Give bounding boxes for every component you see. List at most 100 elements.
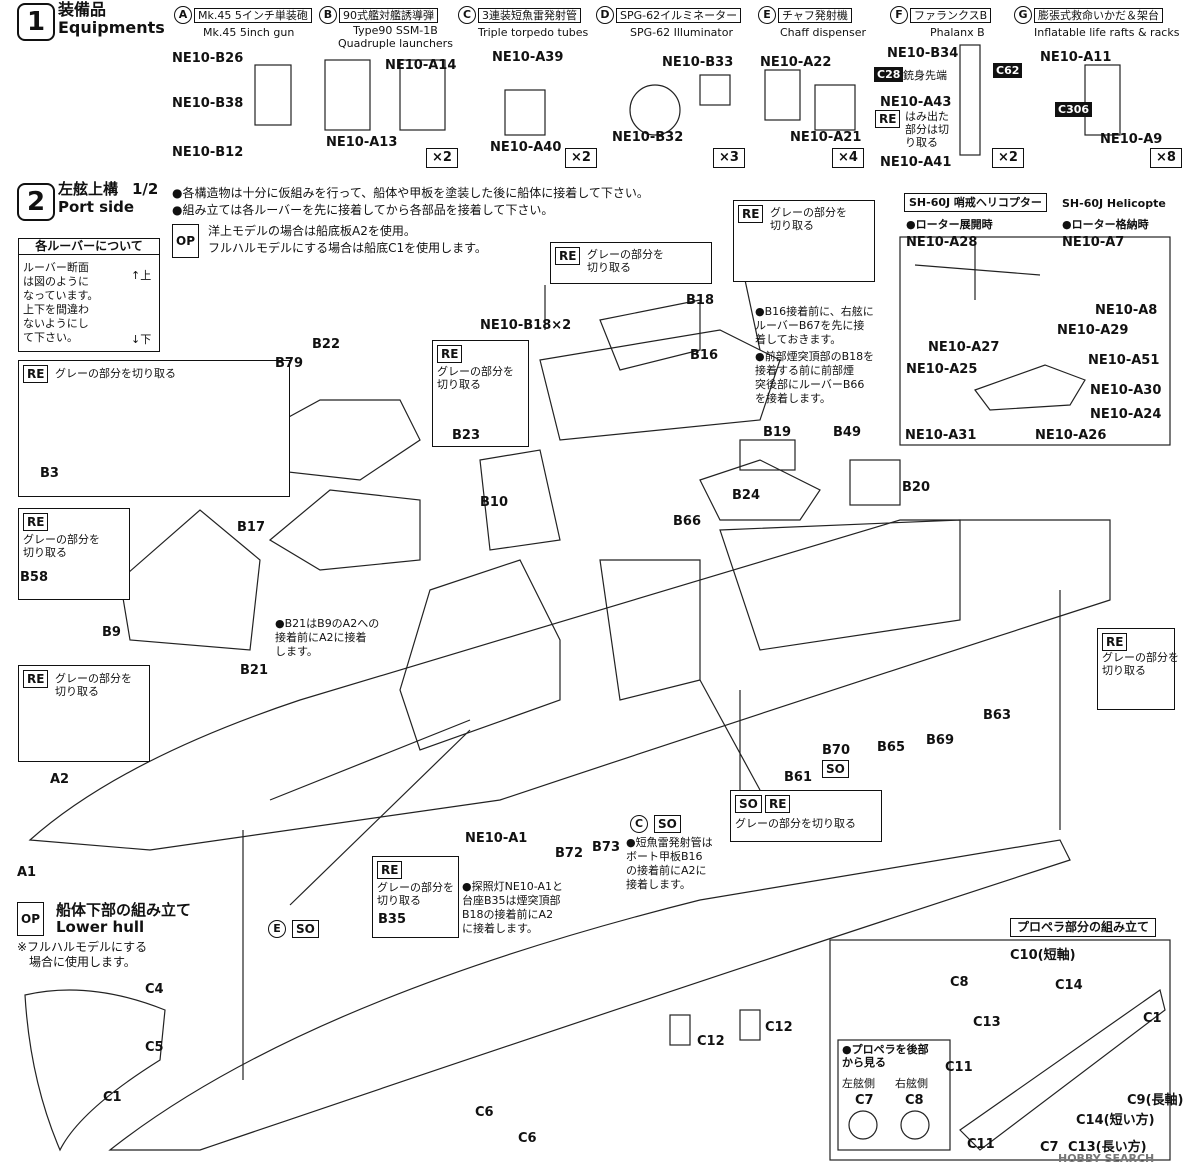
part-label: B23 <box>452 428 480 443</box>
re-callout-a2: RE グレーの部分を 切り取る <box>18 665 150 762</box>
re-note: グレーの部分を切り取る <box>55 367 176 380</box>
step-2-title-jp: 左舷上構 <box>58 180 119 198</box>
op-tag: OP <box>172 224 199 258</box>
qty-badge: ×3 <box>713 148 745 168</box>
bow-bulb-drawing <box>24 989 166 1152</box>
part-label: NE10-A22 <box>760 55 832 70</box>
part-label: C1 <box>1143 1011 1162 1026</box>
op-note-2: フルハルモデルにする場合は船底C1を使用します。 <box>208 241 487 255</box>
lower-hull-title-jp: 船体下部の組み立て <box>56 901 192 919</box>
part-label: C14 <box>1055 978 1083 993</box>
part-label: B21 <box>240 663 268 678</box>
part-label: NE10-A13 <box>326 135 398 150</box>
louver-info-title: 各ルーバーについて <box>19 239 159 255</box>
item-b-title-en: Type90 SSM-1B Quadruple launchers <box>338 24 453 50</box>
part-label: NE10-A8 <box>1095 303 1158 318</box>
color-tag-c28: C28 <box>874 67 904 82</box>
part-label: C9(長軸) <box>1127 1093 1184 1108</box>
part-label: NE10-A25 <box>906 362 978 377</box>
louver-down-label: ↓下 <box>131 333 152 346</box>
part-b9-drawing <box>119 509 261 651</box>
item-d-circle: D <box>596 6 614 24</box>
re-tag: RE <box>555 247 581 265</box>
re-note: グレーの部分を切り取る <box>735 817 856 830</box>
part-label: B35 <box>378 912 406 927</box>
phalanx-trim-note: はみ出た 部分は切 り取る <box>905 110 949 149</box>
item-a-circle: A <box>174 6 192 24</box>
so-tag: SO <box>654 815 681 833</box>
re-tag: RE <box>23 513 49 531</box>
re-callout-so: SO RE グレーの部分を切り取る <box>730 790 882 842</box>
part-label: NE10-B32 <box>612 130 684 145</box>
part-b10-drawing <box>479 449 561 551</box>
part-b16-drawing <box>539 329 781 441</box>
part-label: NE10-A11 <box>1040 50 1112 65</box>
part-label: NE10-A1 <box>465 831 528 846</box>
part-label: B17 <box>237 520 265 535</box>
item-f-title-jp: ファランクスB <box>910 8 992 23</box>
re-tag: RE <box>1102 633 1128 651</box>
part-label: NE10-A26 <box>1035 428 1107 443</box>
part-label: NE10-A27 <box>928 340 1000 355</box>
part-label: NE10-A51 <box>1088 353 1160 368</box>
item-e-circle: E <box>758 6 776 24</box>
re-note: グレーの部分を 切り取る <box>1102 651 1179 677</box>
part-label: NE10-B18×2 <box>480 318 572 333</box>
helicopter-title-jp: SH-60J 哨戒ヘリコプター <box>904 193 1047 212</box>
b21-note: ●B21はB9のA2への 接着前にA2に接着 します。 <box>275 617 380 658</box>
part-label: C12 <box>697 1034 725 1049</box>
step-2-note-1: ●各構造物は十分に仮組みを行って、船体や甲板を塗装した後に船体に接着して下さい。 <box>172 186 649 200</box>
item-e-title-en: Chaff dispenser <box>780 26 866 39</box>
item-e-circle: E <box>268 920 286 938</box>
part-label: NE10-B26 <box>172 51 244 66</box>
re-note: グレーの部分を 切り取る <box>770 206 847 232</box>
item-d-title-jp: SPG-62イルミネーター <box>616 8 742 23</box>
part-label: B58 <box>20 570 48 585</box>
qty-badge: ×2 <box>426 148 458 168</box>
re-tag: RE <box>23 365 49 383</box>
re-note: グレーの部分を 切り取る <box>437 365 514 391</box>
part-label: B61 <box>784 770 812 785</box>
ssm-launcher-drawing-2 <box>399 59 446 131</box>
item-b-circle: B <box>319 6 337 24</box>
aft-superstructure-drawing <box>719 519 961 651</box>
item-f-circle: F <box>890 6 908 24</box>
illuminator-base-drawing <box>699 74 731 106</box>
re-callout-stern: RE グレーの部分を 切り取る <box>1097 628 1179 710</box>
propeller-hull-drawing <box>959 989 1166 1151</box>
part-b20-drawing <box>849 459 901 506</box>
part-label: B19 <box>763 425 791 440</box>
part-label: B63 <box>983 708 1011 723</box>
re-note: グレーの部分を 切り取る <box>55 672 132 698</box>
c12-drawing-1 <box>669 1014 691 1046</box>
item-d-title-en: SPG-62 Illuminator <box>630 26 733 39</box>
part-b19-drawing <box>739 439 796 471</box>
propeller-starboard-label: 右舷側 <box>895 1077 928 1090</box>
phalanx-drawing <box>959 44 981 156</box>
part-b17-drawing <box>268 489 421 571</box>
mk45-gun-drawing <box>254 64 292 126</box>
re-callout-b3: RE グレーの部分を切り取る <box>18 360 290 497</box>
item-e-title-jp: チャフ発射機 <box>778 8 852 23</box>
louver-up-label: ↑上 <box>131 269 152 282</box>
part-label: B79 <box>275 356 303 371</box>
propeller-inset-note: ●プロペラを後部 から見る <box>842 1043 929 1069</box>
re-tag: RE <box>377 861 403 879</box>
part-label: NE10-A9 <box>1100 132 1163 147</box>
part-label: C8 <box>905 1093 924 1108</box>
part-b24-drawing <box>699 459 821 521</box>
part-label: B10 <box>480 495 508 510</box>
helicopter-panel-outline <box>899 236 1171 446</box>
part-label: C12 <box>765 1020 793 1035</box>
qty-badge: ×4 <box>832 148 864 168</box>
part-label: NE10-A7 <box>1062 235 1125 250</box>
op-note-1: 洋上モデルの場合は船底板A2を使用。 <box>208 224 416 238</box>
re-callout-b16: RE グレーの部分を 切り取る <box>733 200 875 282</box>
step-2-note-2: ●組み立ては各ルーバーを先に接着してから各部品を接着して下さい。 <box>172 203 554 217</box>
b16-note: ●B16接着前に、右舷に ルーバーB67を先に接 着しておきます。 <box>755 305 874 346</box>
part-b18-drawing <box>599 299 701 371</box>
item-c-circle: C <box>630 815 648 833</box>
part-label: B49 <box>833 425 861 440</box>
helicopter-body-drawing <box>974 364 1086 411</box>
